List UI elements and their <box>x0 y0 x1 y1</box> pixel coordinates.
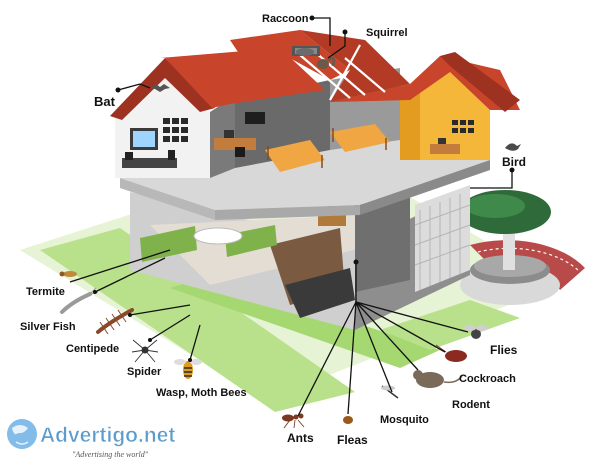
label-raccoon: Raccoon <box>262 13 309 25</box>
fly-icon <box>464 325 488 339</box>
bird-icon <box>505 143 521 151</box>
watermark-tagline: "Advertising the world" <box>72 450 149 459</box>
globe-icon <box>7 419 37 449</box>
roof <box>110 30 520 120</box>
house-ground-floor <box>130 185 471 330</box>
watermark-brand: Advertigo.net <box>40 424 175 447</box>
raccoon-icon <box>296 48 314 56</box>
termite-icon <box>59 271 77 277</box>
bedroom <box>265 68 400 172</box>
label-squirrel: Squirrel <box>366 27 408 39</box>
ant-icon <box>282 413 305 429</box>
bat-icon <box>150 84 170 92</box>
flea-icon <box>343 416 353 424</box>
label-flies: Flies <box>490 343 518 357</box>
rodent-icon <box>413 370 463 388</box>
watermark: Advertigo.net "Advertising the world" <box>7 419 176 459</box>
second-floor <box>120 130 490 220</box>
label-centipede: Centipede <box>66 343 119 355</box>
pest-labels: Raccoon Squirrel Bat Bird Termite Silver… <box>20 13 526 447</box>
label-mosquito: Mosquito <box>380 414 429 426</box>
silverfish-icon <box>60 287 99 314</box>
label-termite: Termite <box>26 286 65 298</box>
label-rodent: Rodent <box>452 399 490 411</box>
label-spider: Spider <box>127 366 162 378</box>
tree <box>459 190 551 270</box>
centipede-icon <box>96 308 134 335</box>
patio <box>460 240 585 305</box>
label-ants: Ants <box>287 431 314 445</box>
cockroach-icon <box>435 344 467 362</box>
label-bird: Bird <box>502 155 526 169</box>
label-cockroach: Cockroach <box>459 373 516 385</box>
label-silver-fish: Silver Fish <box>20 321 76 333</box>
label-wasp: Wasp, Moth Bees <box>156 387 247 399</box>
spider-icon <box>131 339 159 363</box>
leader-lines <box>69 15 515 417</box>
label-bat: Bat <box>94 94 116 109</box>
squirrel-icon <box>317 56 336 69</box>
label-fleas: Fleas <box>337 433 368 447</box>
wasp-icon <box>174 359 202 379</box>
